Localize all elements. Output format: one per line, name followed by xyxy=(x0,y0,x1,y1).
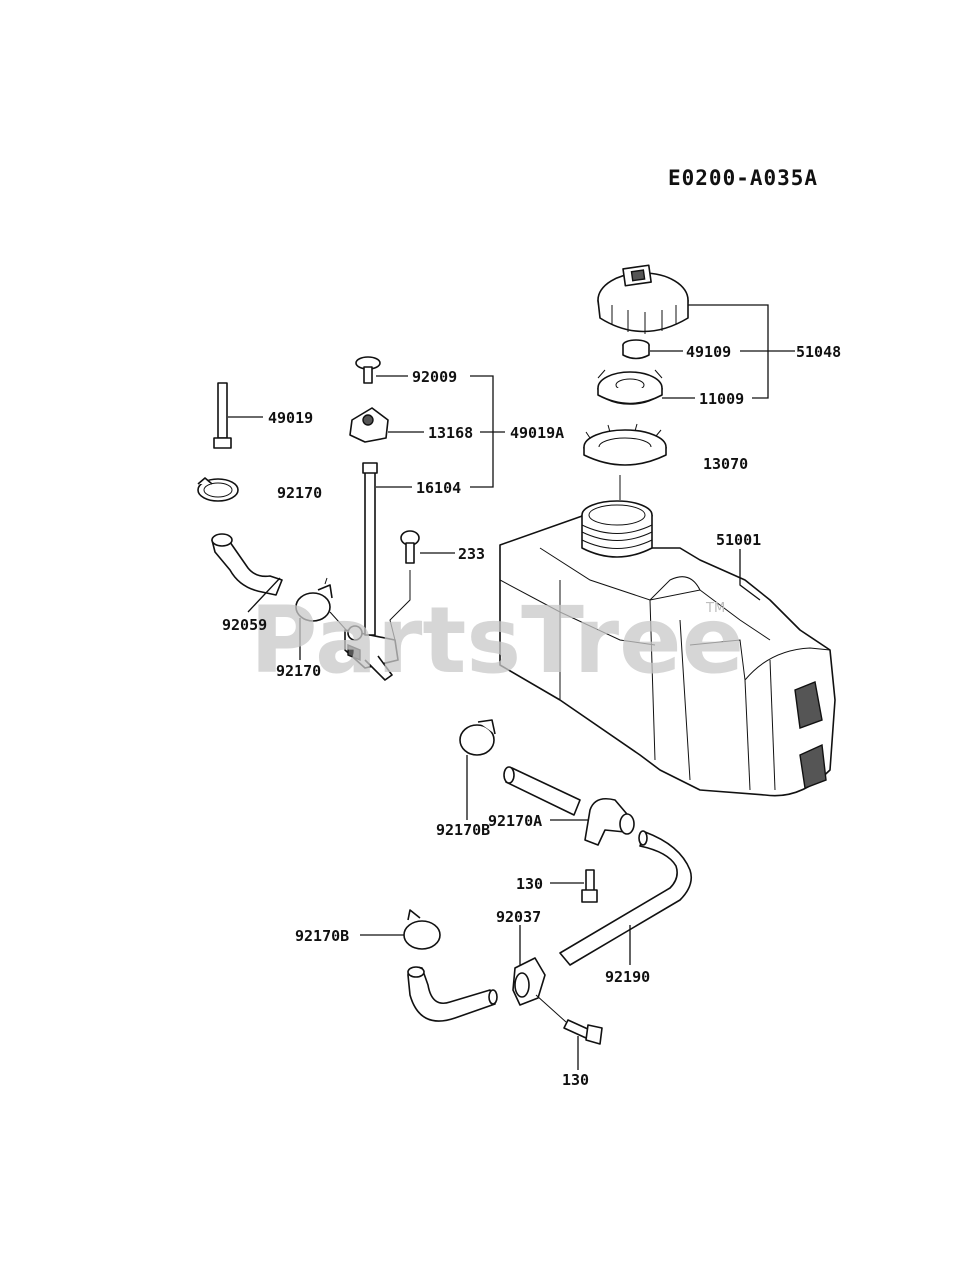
label-130-top: 130 xyxy=(516,875,543,893)
label-92170-top: 92170 xyxy=(277,484,322,502)
clamp-92170-top[interactable] xyxy=(197,477,239,502)
bolt-130-top[interactable] xyxy=(581,869,598,903)
screw-233[interactable] xyxy=(400,530,420,564)
label-11009: 11009 xyxy=(699,390,744,408)
label-92059: 92059 xyxy=(222,616,267,634)
label-49019A: 49019A xyxy=(510,424,564,442)
label-92170B-bottom: 92170B xyxy=(295,927,349,945)
fuel-cap[interactable] xyxy=(597,264,689,334)
label-51048: 51048 xyxy=(796,343,841,361)
screw-92009[interactable] xyxy=(355,356,381,384)
label-130-bottom: 130 xyxy=(562,1071,589,1089)
clamp-92170A[interactable] xyxy=(584,797,635,846)
label-49109: 49109 xyxy=(686,343,731,361)
bolt-49019[interactable] xyxy=(213,382,232,449)
label-16104: 16104 xyxy=(416,479,461,497)
label-92170-mid: 92170 xyxy=(276,662,321,680)
bolt-130-bottom[interactable] xyxy=(535,994,603,1045)
label-51001: 51001 xyxy=(716,531,761,549)
fuel-tank[interactable] xyxy=(499,500,836,797)
label-13168: 13168 xyxy=(428,424,473,442)
hose-92190[interactable] xyxy=(559,830,693,966)
label-92009: 92009 xyxy=(412,368,457,386)
elbow-hose[interactable] xyxy=(407,966,498,1022)
diagram-code: E0200-A035A xyxy=(668,166,818,190)
label-92170B-top: 92170B xyxy=(436,821,490,839)
screw-233-leader xyxy=(389,570,411,641)
watermark: PartsTree xyxy=(250,587,744,694)
short-hose[interactable] xyxy=(503,766,581,816)
clamp-92037[interactable] xyxy=(512,957,546,1006)
label-13070: 13070 xyxy=(703,455,748,473)
cap-gasket[interactable] xyxy=(597,369,663,405)
label-49019: 49019 xyxy=(268,409,313,427)
cap-seal[interactable] xyxy=(622,339,650,360)
watermark-tm: TM xyxy=(705,601,725,616)
leader-lines xyxy=(228,304,795,1070)
clamp-92170B-bottom[interactable] xyxy=(403,909,441,950)
clamp-92170B-top[interactable] xyxy=(459,719,496,756)
knob-13168[interactable] xyxy=(349,407,389,443)
label-233: 233 xyxy=(458,545,485,563)
label-92170A: 92170A xyxy=(488,812,542,830)
filler-ring[interactable] xyxy=(583,423,667,466)
label-92190: 92190 xyxy=(605,968,650,986)
hose-92059[interactable] xyxy=(211,533,283,596)
pipe-16104[interactable] xyxy=(362,462,378,636)
fuel-valve[interactable] xyxy=(329,611,399,681)
clamp-92170-mid[interactable] xyxy=(295,577,333,622)
label-92037: 92037 xyxy=(496,908,541,926)
